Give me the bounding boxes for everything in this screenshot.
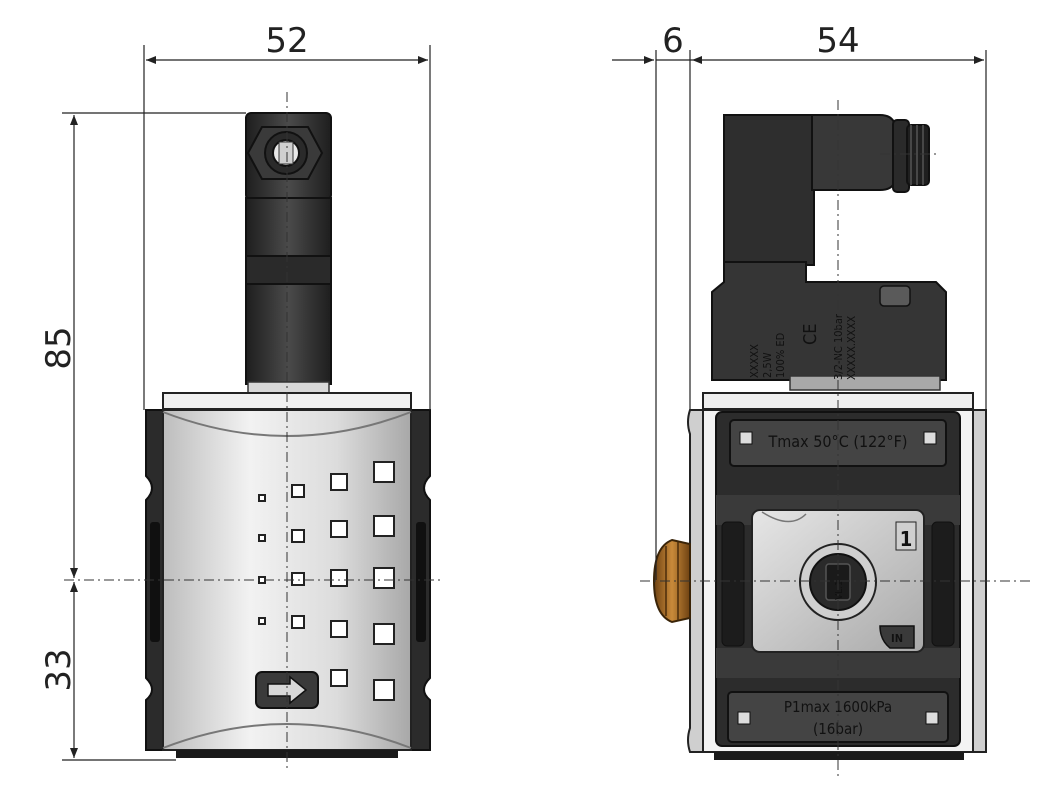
- coil-spec-line: XXXXX.XXXX: [845, 316, 858, 380]
- dim-front-height-total: 85: [39, 326, 79, 369]
- coil-spec-line: 2,5W: [761, 352, 774, 378]
- ce-mark-icon: CE: [800, 323, 821, 345]
- dim-side-offset: 6: [662, 21, 684, 61]
- cable-gland-icon: [892, 119, 930, 193]
- flow-direction-arrow-icon: [255, 671, 319, 709]
- dim-front-width: 52: [265, 21, 308, 61]
- port-marking-text: VL.1: [834, 580, 845, 600]
- coil-spec-line: 100% ED: [774, 332, 787, 378]
- dim-front-height-lower: 33: [39, 648, 79, 691]
- coil-spec-right: 3/2-NC 10bar XXXXX.XXXX: [832, 313, 858, 380]
- port-label-text: IN: [891, 632, 903, 645]
- front-hole-pattern: [258, 461, 395, 701]
- side-dimensions: 6 54: [612, 21, 987, 580]
- coil-spec-left: XXXXX 2,5W 100% ED: [748, 332, 787, 378]
- port-number-text: 1: [900, 527, 913, 551]
- front-view: [64, 92, 440, 770]
- dim-side-width: 54: [816, 21, 859, 61]
- front-dimensions: 52 85 33: [39, 21, 431, 761]
- side-view: XXXXX 2,5W 100% ED CE 3/2-NC 10bar XXXXX…: [640, 100, 1030, 780]
- front-connector: [245, 112, 332, 395]
- coil-spec-line: XXXXX: [748, 344, 761, 378]
- solenoid-coil: XXXXX 2,5W 100% ED CE 3/2-NC 10bar XXXXX…: [711, 114, 947, 391]
